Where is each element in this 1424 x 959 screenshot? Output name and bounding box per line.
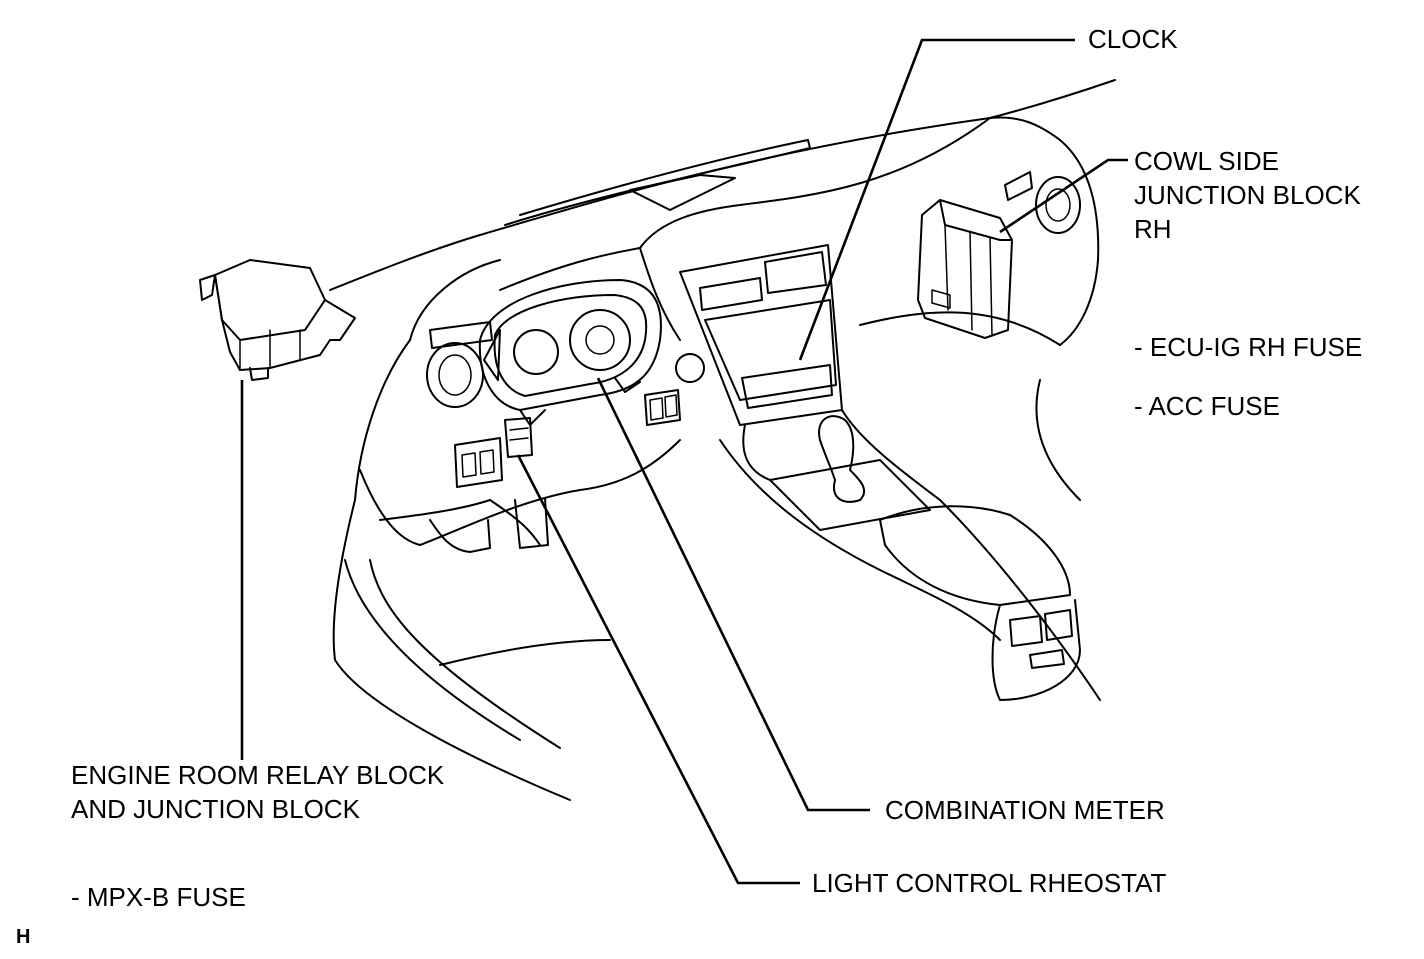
label-acc-fuse: - ACC FUSE [1134,391,1280,421]
dashboard-outline [329,79,1116,801]
leader-cowl-side [999,158,1128,234]
label-light-control-rheostat: LIGHT CONTROL RHEOSTAT [812,868,1167,898]
label-ecu-ig-rh-fuse: - ECU-IG RH FUSE [1134,332,1363,362]
label-cowl-side-junction-block: COWL SIDE JUNCTION BLOCK RH [1134,144,1361,246]
corner-code: H [16,926,31,948]
leader-light-control [516,454,800,885]
cowl-label-line-2: JUNCTION BLOCK [1134,180,1361,210]
label-combination-meter: COMBINATION METER [885,795,1165,825]
cowl-side-junction-block [917,199,1013,339]
leader-combination-meter [596,377,870,812]
engine-label-line-1: ENGINE ROOM RELAY BLOCK [71,760,445,790]
label-mpx-b-fuse: - MPX-B FUSE [71,882,246,912]
leader-lines [240,38,1128,885]
label-clock: CLOCK [1088,24,1178,54]
cowl-label-line-3: RH [1134,214,1172,244]
engine-room-relay-block [199,259,356,381]
leader-clock [798,38,1075,361]
label-engine-room-relay-block: ENGINE ROOM RELAY BLOCK AND JUNCTION BLO… [71,758,444,826]
cowl-label-line-1: COWL SIDE [1134,146,1279,176]
engine-label-line-2: AND JUNCTION BLOCK [71,794,360,824]
